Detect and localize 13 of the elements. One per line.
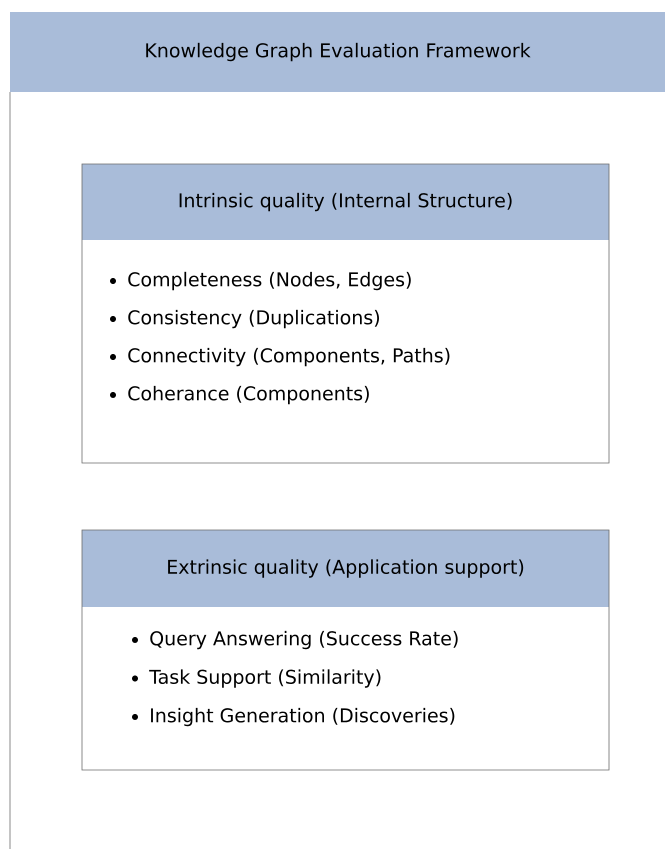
list-item: Connectivity (Components, Paths) — [128, 348, 450, 366]
list-item: Query Answering (Success Rate) — [150, 630, 458, 650]
list-item: Completeness (Nodes, Edges) — [128, 272, 411, 290]
list-item: Insight Generation (Discoveries) — [151, 708, 454, 726]
list-item: Consistency (Duplications) — [128, 310, 379, 328]
heading: Extrinsic quality (Application support) — [168, 559, 524, 578]
panel-box — [82, 530, 610, 770]
panel-box — [82, 164, 610, 464]
frame — [10, 12, 665, 849]
list-item: Task Support (Similarity) — [149, 669, 380, 688]
heading: Intrinsic quality (Internal Structure) — [180, 192, 512, 212]
heading: Knowledge Graph Evaluation Framework — [146, 42, 531, 62]
list-item: Coherance (Components) — [128, 386, 369, 404]
